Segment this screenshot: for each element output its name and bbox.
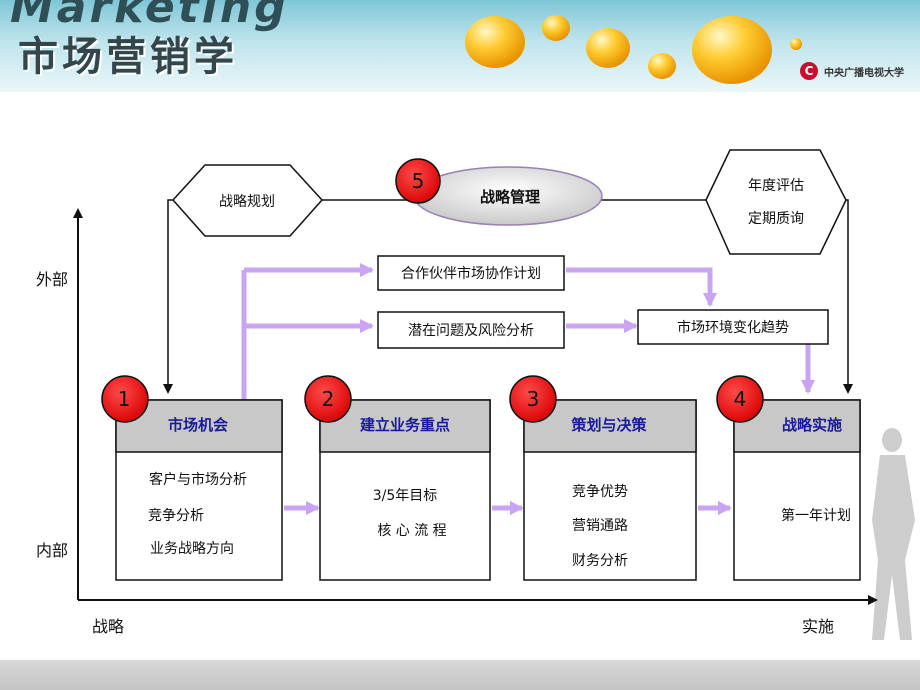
- badge-1: [101, 375, 149, 423]
- header-title: 市场营销学: [18, 33, 238, 80]
- box-market-trend: [637, 309, 829, 345]
- axis-label-strategy: 战略: [92, 617, 124, 636]
- stage-2-item: 核 心 流 程: [377, 523, 446, 539]
- ellipse-label: 战略管理: [480, 188, 540, 206]
- badge-5: [395, 158, 441, 204]
- badge-5-number: 5: [412, 169, 425, 193]
- box-market-trend-label: 市场环境变化趋势: [677, 319, 789, 336]
- axis-label-external: 外部: [36, 270, 68, 289]
- stage-1-item: 竞争分析: [148, 507, 204, 524]
- box-partner-plan-label: 合作伙伴市场协作计划: [401, 265, 541, 282]
- stage-3-title: 策划与决策: [570, 416, 647, 434]
- stage-3-item: 营销通路: [572, 518, 628, 534]
- decorative-bubbles: [465, 15, 802, 84]
- badge-1-number: 1: [118, 387, 131, 411]
- logo-text: 中央广播电视大学: [824, 68, 904, 79]
- box-risk-analysis-label: 潜在问题及风险分析: [408, 323, 534, 339]
- badge-2: [304, 375, 352, 423]
- hexagon-evaluation: [705, 149, 847, 255]
- bubble-2: [542, 15, 570, 41]
- bubble-4: [648, 53, 676, 79]
- badge-3-number: 3: [527, 387, 540, 411]
- hexagon-right-line1: 年度评估: [748, 178, 804, 194]
- badge-2-number: 2: [322, 387, 335, 411]
- stage-4: 战略实施 第一年计划 4: [716, 375, 861, 581]
- axis-label-implementation: 实施: [802, 617, 834, 636]
- arrow-hexagon-to-stage1: [163, 199, 173, 394]
- bubble-1: [465, 16, 525, 68]
- hexagon-left-label: 战略规划: [219, 194, 275, 210]
- stage-3-item: 财务分析: [572, 553, 628, 569]
- bubble-5: [692, 16, 772, 84]
- arrow-hexagon-to-stage4: [843, 199, 853, 394]
- stage-4-item: 第一年计划: [781, 507, 851, 524]
- stage-3-item: 竞争优势: [572, 483, 628, 500]
- stage-2: 建立业务重点 3/5年目标 核 心 流 程 2: [304, 375, 491, 581]
- stage-3: 策划与决策 竞争优势 营销通路 财务分析 3: [509, 375, 697, 581]
- stage-1-item: 客户与市场分析: [149, 471, 247, 488]
- header-word: Marketing: [10, 0, 289, 33]
- header-banner: Marketing 市场营销学 C 中央广播电视大学: [0, 0, 920, 92]
- bubble-3: [586, 28, 630, 68]
- hexagon-right-line2: 定期质询: [748, 211, 804, 227]
- stage-2-title: 建立业务重点: [360, 416, 450, 434]
- silhouette-figure-icon: [872, 428, 915, 640]
- footer-band: [0, 660, 920, 690]
- axis-label-internal: 内部: [36, 541, 68, 560]
- stage-2-item: 3/5年目标: [373, 488, 438, 504]
- stage-1-item: 业务战略方向: [150, 541, 234, 557]
- bubble-6: [790, 38, 802, 50]
- box-partner-plan: [377, 255, 565, 291]
- stage-4-title: 战略实施: [782, 416, 842, 434]
- stage-1-title: 市场机会: [168, 416, 228, 434]
- badge-3: [509, 375, 557, 423]
- purple-connectors: [241, 263, 815, 515]
- badge-4-number: 4: [734, 387, 747, 411]
- badge-4: [716, 375, 764, 423]
- hexagon-strategy-planning: [171, 164, 324, 237]
- box-risk-analysis: [377, 311, 565, 349]
- stage-1: 市场机会 客户与市场分析 竞争分析 业务战略方向 1: [101, 375, 283, 581]
- logo-icon: C: [800, 62, 818, 80]
